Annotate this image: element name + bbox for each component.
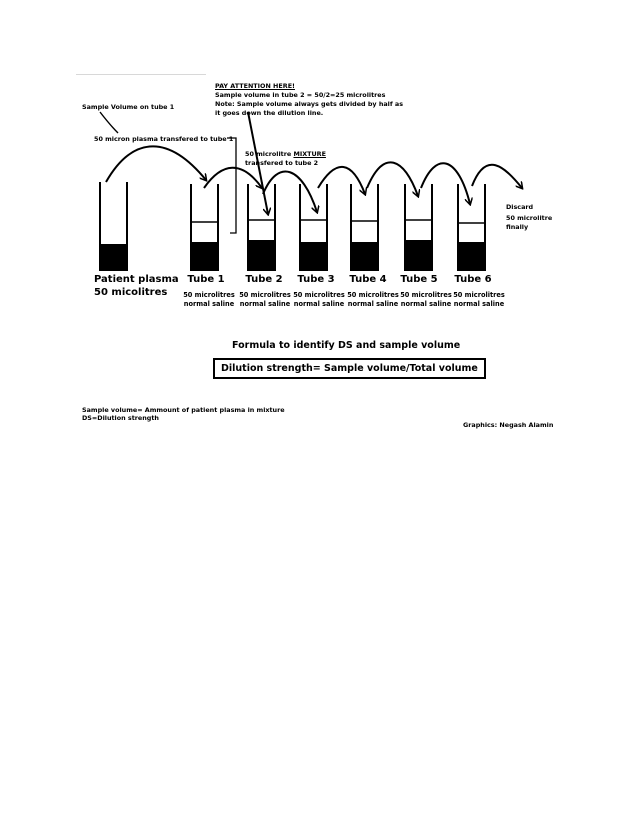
tube-4-saline: 50 microlitres normal saline: [343, 291, 403, 309]
arrow-tube-5-to-tube-6: [420, 162, 470, 204]
attention-line-3: it goes down the dilution line.: [215, 109, 324, 117]
tube-4-label: Tube 4: [349, 274, 387, 285]
patient-label-line-1: Patient plasma: [94, 274, 179, 285]
arrow-tube-6-to-discard: [471, 163, 522, 188]
definition-sample-volume: Sample volume= Ammount of patient plasma…: [82, 406, 285, 414]
attention-line-1: Sample volume in tube 2 = 50/2=25 microl…: [215, 91, 386, 99]
definition-ds: DS=Dilution strength: [82, 414, 159, 422]
tube-1-label: Tube 1: [187, 274, 225, 285]
tube-1-shape: [190, 184, 219, 271]
formula-equation-box: Dilution strength= Sample volume/Total v…: [213, 358, 486, 379]
mixture-label-emphasis: MIXTURE: [293, 150, 326, 158]
tube-3-label: Tube 3: [297, 274, 335, 285]
arrow-tube-3-to-tube-4: [317, 166, 365, 194]
tube-3-shape: [299, 184, 328, 271]
discard-label-line-2: 50 microlitre: [506, 214, 553, 222]
tube-4-shape: [350, 184, 379, 271]
tube-5-saline-line-2: normal saline: [400, 300, 452, 308]
sample-volume-label: Sample Volume on tube 1: [82, 103, 175, 111]
attention-line-2: Note: Sample volume always gets divided …: [215, 100, 403, 108]
formula-equation: Dilution strength= Sample volume/Total v…: [221, 363, 478, 374]
tube-2-saline: 50 microlitres normal saline: [235, 291, 295, 309]
tube-1-saline: 50 microlitres normal saline: [179, 291, 239, 309]
tube-3-saline-line-1: 50 microlitres: [293, 291, 345, 299]
tube-6-shape: [457, 184, 486, 271]
discard-label-line-3: finally: [506, 223, 529, 231]
tube-3-saline: 50 microlitres normal saline: [289, 291, 349, 309]
tube-2-label: Tube 2: [245, 274, 283, 285]
graphics-credit: Graphics: Negash Alamin: [463, 421, 554, 429]
tube-5-label: Tube 5: [400, 274, 438, 285]
tube-6-saline-line-2: normal saline: [453, 300, 505, 308]
sample-volume-bracket: [227, 137, 237, 234]
tube-6-label: Tube 6: [454, 274, 492, 285]
arrow-tube-1-to-tube-2: [203, 166, 262, 188]
tube-3-saline-line-2: normal saline: [293, 300, 345, 308]
patient-plasma-tube: [99, 182, 128, 271]
tube-6-saline: 50 microlitres normal saline: [449, 291, 509, 309]
sample-volume-pointer: [99, 111, 119, 134]
tube-5-saline-line-1: 50 microlitres: [400, 291, 452, 299]
arrow-patient-to-tube-1: [105, 145, 206, 183]
arrow-tube-2-to-tube-3: [262, 170, 317, 212]
tube-5-saline: 50 microlitres normal saline: [396, 291, 456, 309]
tube-2-saline-line-1: 50 microlitres: [239, 291, 291, 299]
top-rule: [76, 74, 206, 75]
tube-4-saline-line-1: 50 microlitres: [347, 291, 399, 299]
tube-1-saline-line-1: 50 microlitres: [183, 291, 235, 299]
mixture-label-line-1: 50 microlitre MIXTURE: [245, 150, 326, 158]
tube-2-saline-line-2: normal saline: [239, 300, 291, 308]
tube-4-saline-line-2: normal saline: [347, 300, 399, 308]
arrow-attention-to-tube-2: [247, 111, 268, 214]
tube-2-shape: [247, 184, 276, 271]
tube-5-shape: [404, 184, 433, 271]
discard-label-line-1: Discard: [506, 203, 534, 211]
mixture-label-prefix: 50 microlitre: [245, 150, 294, 158]
arrow-tube-4-to-tube-5: [366, 161, 418, 196]
formula-title: Formula to identify DS and sample volume: [232, 340, 461, 351]
transfer-label: 50 micron plasma transfered to tube 1: [94, 135, 234, 143]
attention-heading: PAY ATTENTION HERE!: [215, 82, 295, 90]
mixture-label-line-2: transfered to tube 2: [245, 159, 319, 167]
patient-label-line-2: 50 micolitres: [94, 287, 168, 298]
tube-1-saline-line-2: normal saline: [183, 300, 235, 308]
tube-6-saline-line-1: 50 microlitres: [453, 291, 505, 299]
